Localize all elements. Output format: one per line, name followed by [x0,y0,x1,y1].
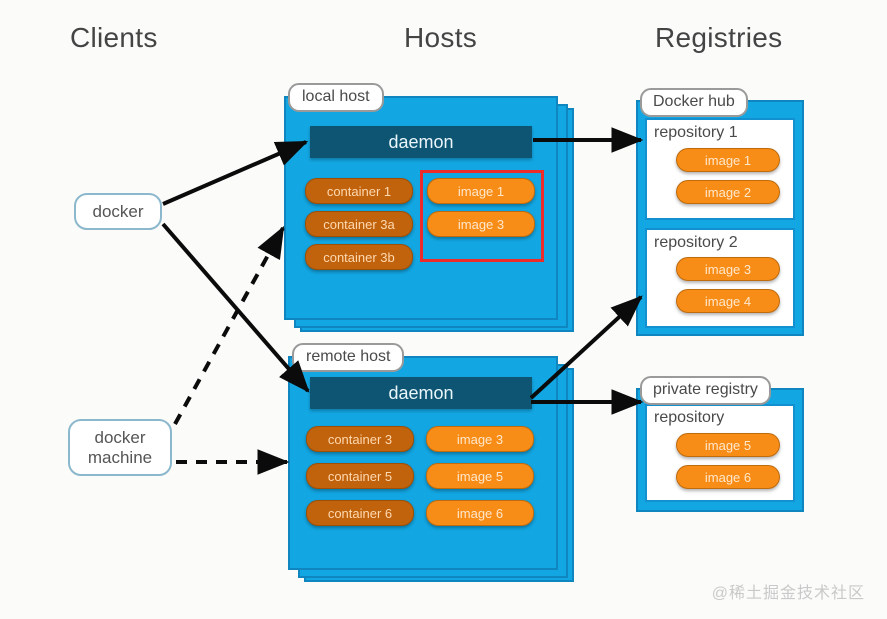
registry-docker-hub-repo2-image-1[interactable]: image 3 [676,257,780,281]
host-remote-container-1-label: container 3 [327,431,393,447]
registry-private-repo-image-1-label: image 5 [704,437,752,453]
client-docker-machine-label-line2: machine [87,447,153,467]
host-remote-label: remote host [292,343,405,372]
host-local-container-1-label: container 1 [326,183,392,199]
column-title-hosts: Hosts [404,22,478,53]
registry-docker-hub-repository-1[interactable]: repository 1 image 1 image 2 [645,118,795,220]
host-local[interactable]: daemon container 1 container 3a containe… [284,83,574,332]
client-node-docker[interactable]: docker [74,193,162,230]
registry-docker-hub-repository-2[interactable]: repository 2 image 3 image 4 [645,228,795,328]
registry-private-repository[interactable]: repository image 5 image 6 [645,404,795,502]
host-local-daemon-label: daemon [388,131,454,152]
host-remote[interactable]: daemon container 3 container 5 container… [288,343,578,582]
client-docker-machine-label-line1: docker [94,428,146,448]
host-remote-container-2-label: container 5 [327,468,393,484]
client-node-docker-machine[interactable]: docker machine [68,419,172,476]
host-remote-image-1-label: image 3 [456,431,504,447]
registry-private-repo-image-1[interactable]: image 5 [676,433,780,457]
host-local-container-2-label: container 3a [323,216,395,232]
registry-docker-hub[interactable]: repository 1 image 1 image 2 repository … [636,88,808,340]
registry-docker-hub-repo2-image-2-label: image 4 [704,293,752,309]
registry-private-repository-title: repository [654,409,725,426]
registry-docker-hub-repo1-image-2-label: image 2 [704,184,752,200]
arrow-docker-machine-to-local-host [173,225,285,425]
column-title-clients: Clients [70,22,158,53]
host-local-image-1[interactable]: image 1 [427,178,535,204]
host-local-container-3[interactable]: container 3b [305,244,413,270]
host-remote-daemon[interactable]: daemon [310,377,532,409]
host-remote-daemon-label: daemon [388,382,454,403]
host-local-images-highlight [420,170,544,262]
host-remote-container-3-label: container 6 [327,505,393,521]
host-remote-container-1[interactable]: container 3 [306,426,414,452]
registry-private-label: private registry [640,376,771,405]
registry-docker-hub-repo1-image-1-label: image 1 [704,152,752,168]
host-remote-image-1[interactable]: image 3 [426,426,534,452]
registry-docker-hub-repo2-image-1-label: image 3 [704,261,752,277]
registry-docker-hub-repository-2-title: repository 2 [654,234,738,251]
registry-docker-hub-repo1-image-1[interactable]: image 1 [676,148,780,172]
watermark: @稀土掘金技术社区 [711,585,865,602]
host-remote-image-3[interactable]: image 6 [426,500,534,526]
host-local-daemon[interactable]: daemon [310,126,532,158]
registry-docker-hub-repository-1-title: repository 1 [654,124,738,141]
host-local-container-1[interactable]: container 1 [305,178,413,204]
registry-private-repo-image-2[interactable]: image 6 [676,465,780,489]
host-local-label: local host [288,83,384,112]
host-local-image-2-label: image 3 [457,216,505,232]
host-local-container-2[interactable]: container 3a [305,211,413,237]
host-local-container-3-label: container 3b [323,249,395,265]
client-docker-label: docker [92,201,144,221]
registry-private[interactable]: repository image 5 image 6 private regis… [636,376,808,516]
host-remote-container-2[interactable]: container 5 [306,463,414,489]
registry-private-repo-image-2-label: image 6 [704,469,752,485]
registry-docker-hub-repo1-image-2[interactable]: image 2 [676,180,780,204]
registry-docker-hub-repo2-image-2[interactable]: image 4 [676,289,780,313]
registry-docker-hub-label: Docker hub [640,88,748,117]
host-remote-container-3[interactable]: container 6 [306,500,414,526]
host-remote-image-2[interactable]: image 5 [426,463,534,489]
host-remote-image-3-label: image 6 [456,505,504,521]
host-local-image-2[interactable]: image 3 [427,211,535,237]
host-local-image-1-label: image 1 [457,183,505,199]
column-title-registries: Registries [655,22,783,53]
host-remote-image-2-label: image 5 [456,468,504,484]
